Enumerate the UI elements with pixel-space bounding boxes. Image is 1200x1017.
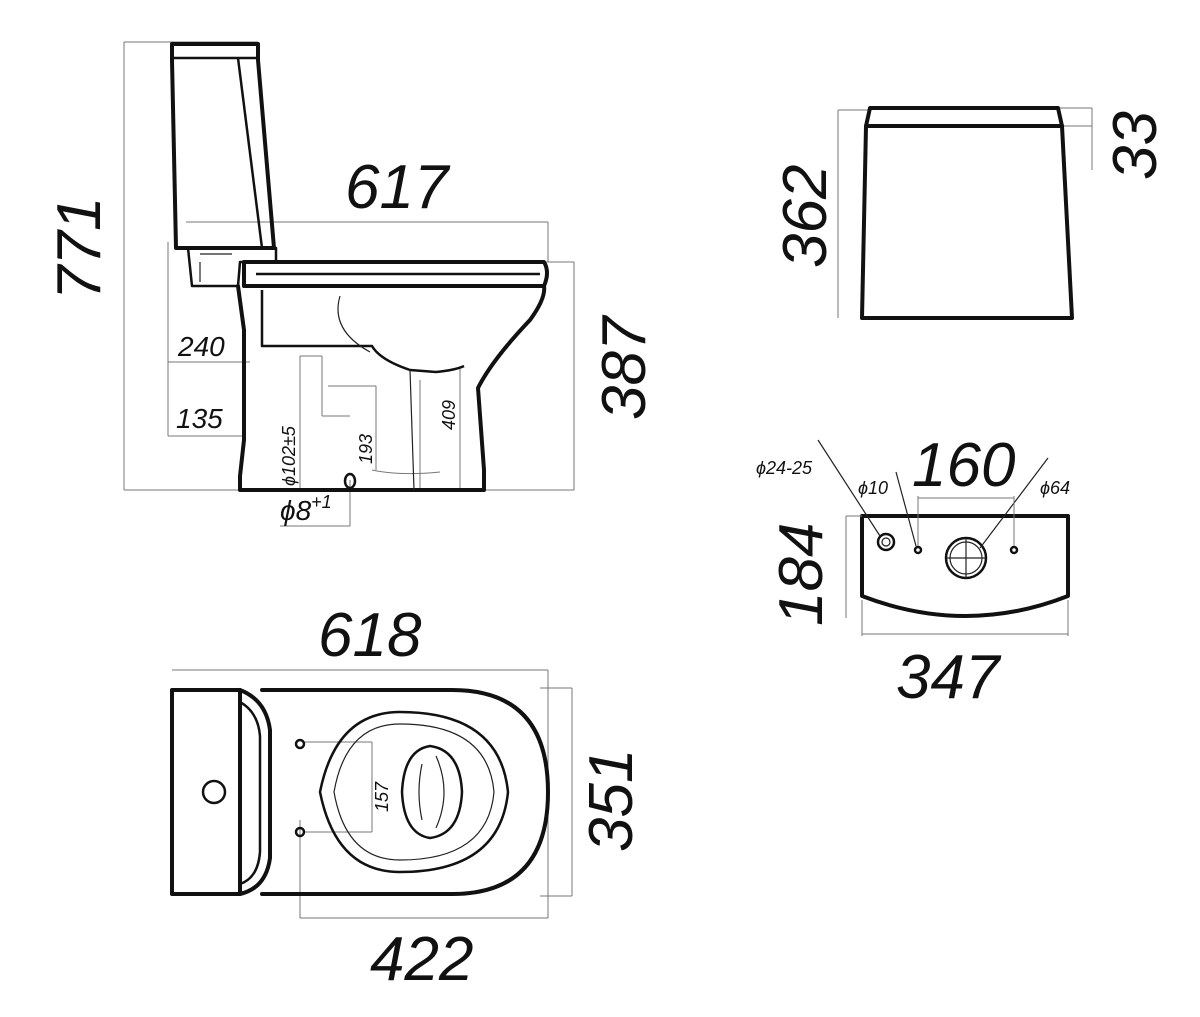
side-height-label: 771 <box>45 197 114 300</box>
hole-spacing-label: 160 <box>912 431 1015 500</box>
dim-193-label: 193 <box>356 434 376 464</box>
seat-height-label: 387 <box>590 314 659 420</box>
inlet-diameter-label: ϕ24-25 <box>756 458 813 478</box>
side-view <box>123 41 575 527</box>
tank-width-label: 347 <box>896 643 1002 712</box>
dim-135-label: 135 <box>176 403 223 434</box>
outlet-diameter-label: ϕ102±5 <box>279 425 299 486</box>
dim-409-label: 409 <box>439 400 459 430</box>
tank-height-label: 362 <box>771 165 840 268</box>
flush-hole-diameter-label: ϕ64 <box>1040 478 1070 498</box>
bolt-diameter-label: ϕ8+1 <box>280 492 332 526</box>
bowl-length-label: 422 <box>370 925 473 994</box>
dim-240-label: 240 <box>177 331 225 362</box>
side-length-label: 617 <box>345 153 451 222</box>
tank-front-view <box>837 106 1093 320</box>
seat-hole-spacing-label: 157 <box>372 781 392 812</box>
top-width-label: 351 <box>577 749 646 852</box>
top-length-label: 618 <box>318 601 422 670</box>
tank-lid-label: 33 <box>1101 111 1170 180</box>
top-view <box>170 669 573 919</box>
tank-top-view <box>817 439 1070 636</box>
tank-depth-label: 184 <box>767 523 836 626</box>
small-hole-diameter-label: ϕ10 <box>858 478 888 498</box>
